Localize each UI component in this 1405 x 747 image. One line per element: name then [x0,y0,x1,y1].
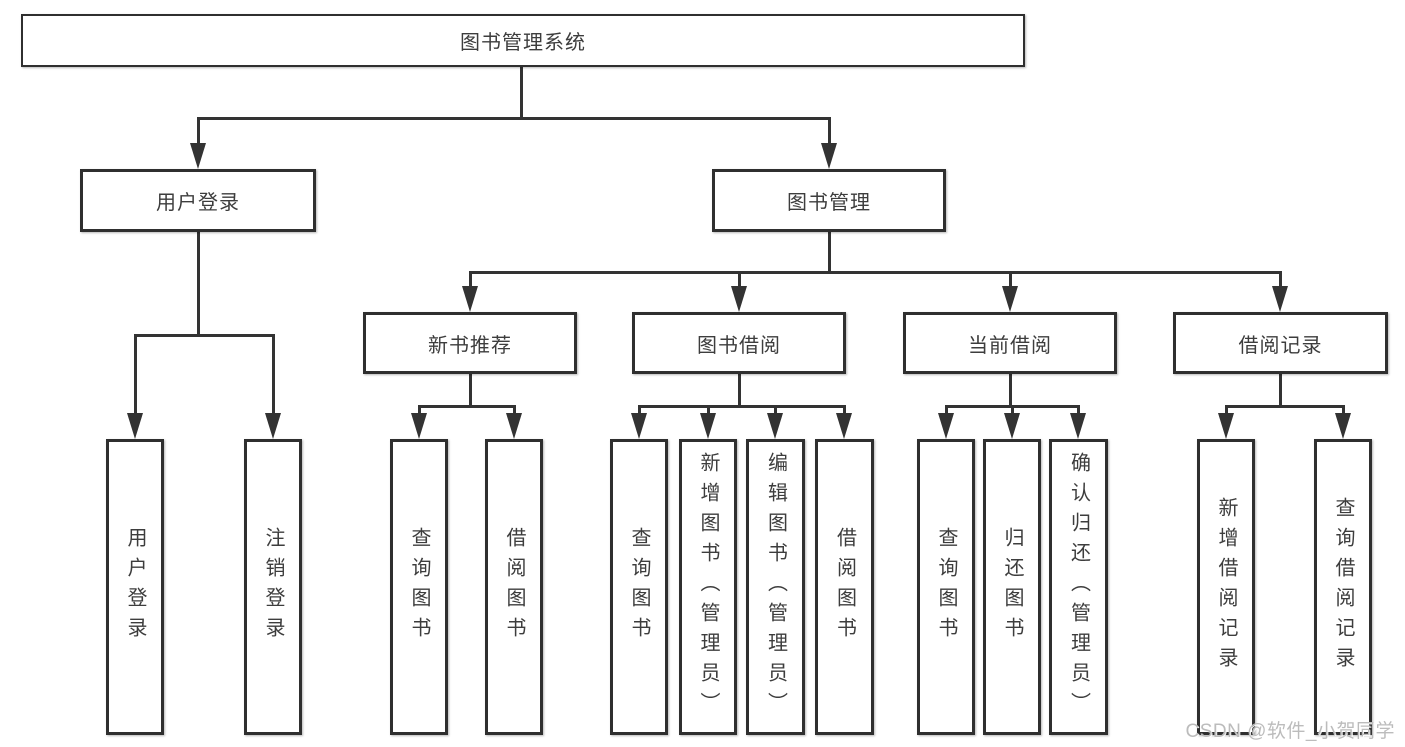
node-library-management-system-label: 图书管理系统 [460,32,586,54]
arrowhead-down-borrow-record-to-leaves-0 [1218,413,1234,439]
node-book-management-label: 图书管理 [787,192,871,214]
arrowhead-down-book-borrow-to-leaves-0 [631,413,647,439]
connector-bar-root-to-level2 [196,116,831,120]
connector-drop-book-borrow-to-leaves-2 [773,406,777,417]
leaf-query-book-current: 查询图书 [917,439,975,735]
connector-drop-book-borrow-to-leaves-3 [842,406,846,417]
connector-bar-borrow-record-to-leaves [1224,404,1345,408]
connector-drop-new-book-to-leaves-0 [417,406,421,417]
node-current-borrow: 当前借阅 [903,312,1117,374]
node-book-borrow: 图书借阅 [632,312,846,374]
connector-drop-new-book-to-leaves-1 [512,406,516,417]
node-book-management: 图书管理 [712,169,946,232]
leaf-borrow-book-recommend: 借阅图书 [485,439,543,735]
connector-stem-book-mgmt-to-level3 [827,232,831,274]
arrowhead-down-borrow-record-to-leaves-1 [1335,413,1351,439]
connector-drop-user-login-to-leaves-1 [271,335,275,417]
connector-bar-user-login-to-leaves [133,333,275,337]
node-user-login-label: 用户登录 [156,192,240,214]
arrowhead-down-user-login-to-leaves-0 [127,413,143,439]
leaf-query-book-recommend-label: 查询图书 [408,527,430,647]
connector-stem-user-login-to-leaves [196,232,200,337]
connector-bar-book-mgmt-to-level3 [468,270,1282,274]
node-borrow-record-label: 借阅记录 [1238,334,1323,357]
leaf-query-borrow-record: 查询借阅记录 [1314,439,1372,735]
connector-drop-book-mgmt-to-level3-1 [737,272,741,290]
arrowhead-down-new-book-to-leaves-0 [411,413,427,439]
connector-drop-book-borrow-to-leaves-1 [706,406,710,417]
node-book-borrow-label: 图书借阅 [697,334,781,357]
arrowhead-down-current-borrow-to-leaves-0 [938,413,954,439]
arrowhead-down-current-borrow-to-leaves-1 [1004,413,1020,439]
leaf-add-book-admin: 新增图书（管理员） [679,439,737,735]
connector-drop-current-borrow-to-leaves-2 [1076,406,1080,417]
node-borrow-record: 借阅记录 [1173,312,1388,374]
arrowhead-down-user-login-to-leaves-1 [265,413,281,439]
leaf-borrow-book-label: 借阅图书 [833,527,856,647]
connector-stem-new-book-to-leaves [468,374,472,408]
node-new-book-recommend: 新书推荐 [363,312,577,374]
leaf-add-book-admin-label: 新增图书（管理员） [697,452,719,722]
arrowhead-down-current-borrow-to-leaves-2 [1070,413,1086,439]
csdn-watermark: CSDN @软件_小贺同学 [1185,721,1395,742]
connector-drop-book-borrow-to-leaves-0 [637,406,641,417]
connector-drop-book-mgmt-to-level3-3 [1278,272,1282,290]
leaf-borrow-book: 借阅图书 [815,439,874,735]
connector-drop-borrow-record-to-leaves-1 [1341,406,1345,417]
arrowhead-down-book-borrow-to-leaves-3 [836,413,852,439]
connector-drop-book-mgmt-to-level3-2 [1008,272,1012,290]
node-current-borrow-label: 当前借阅 [968,334,1052,357]
arrowhead-down-book-mgmt-to-level3-3 [1272,286,1288,312]
arrowhead-down-book-mgmt-to-level3-0 [462,286,478,312]
arrowhead-down-new-book-to-leaves-1 [506,413,522,439]
arrowhead-down-root-to-level2-0 [190,143,206,169]
connector-stem-book-borrow-to-leaves [737,374,741,408]
leaf-edit-book-admin: 编辑图书（管理员） [746,439,805,735]
leaf-query-book-recommend: 查询图书 [390,439,448,735]
leaf-confirm-return-admin: 确认归还（管理员） [1049,439,1108,735]
leaf-logout-label: 注销登录 [262,527,284,647]
node-new-book-recommend-label: 新书推荐 [428,334,512,357]
leaf-edit-book-admin-label: 编辑图书（管理员） [764,452,787,722]
leaf-query-borrow-record-label: 查询借阅记录 [1332,497,1354,677]
connector-drop-root-to-level2-0 [196,118,200,147]
leaf-confirm-return-admin-label: 确认归还（管理员） [1067,452,1090,722]
leaf-user-login-label: 用户登录 [124,527,146,647]
connector-drop-root-to-level2-1 [827,118,831,147]
leaf-query-book-borrow-label: 查询图书 [628,527,650,647]
arrowhead-down-book-mgmt-to-level3-2 [1002,286,1018,312]
connector-drop-current-borrow-to-leaves-0 [944,406,948,417]
node-library-management-system: 图书管理系统 [21,14,1025,67]
connector-bar-new-book-to-leaves [417,404,516,408]
arrowhead-down-book-mgmt-to-level3-1 [731,286,747,312]
connector-stem-borrow-record-to-leaves [1278,374,1282,408]
arrowhead-down-book-borrow-to-leaves-2 [767,413,783,439]
connector-drop-book-mgmt-to-level3-0 [468,272,472,290]
connector-stem-root-to-level2 [519,67,523,120]
node-user-login: 用户登录 [80,169,316,232]
connector-stem-current-borrow-to-leaves [1008,374,1012,408]
leaf-logout: 注销登录 [244,439,302,735]
connector-bar-book-borrow-to-leaves [637,404,846,408]
arrowhead-down-root-to-level2-1 [821,143,837,169]
leaf-return-book: 归还图书 [983,439,1041,735]
connector-drop-current-borrow-to-leaves-1 [1010,406,1014,417]
leaf-borrow-book-recommend-label: 借阅图书 [503,527,525,647]
leaf-user-login: 用户登录 [106,439,164,735]
connector-drop-borrow-record-to-leaves-0 [1224,406,1228,417]
leaf-query-book-borrow: 查询图书 [610,439,668,735]
leaf-query-book-current-label: 查询图书 [935,527,957,647]
leaf-add-borrow-record-label: 新增借阅记录 [1215,497,1237,677]
leaf-return-book-label: 归还图书 [1001,527,1023,647]
leaf-add-borrow-record: 新增借阅记录 [1197,439,1255,735]
connector-drop-user-login-to-leaves-0 [133,335,137,417]
arrowhead-down-book-borrow-to-leaves-1 [700,413,716,439]
